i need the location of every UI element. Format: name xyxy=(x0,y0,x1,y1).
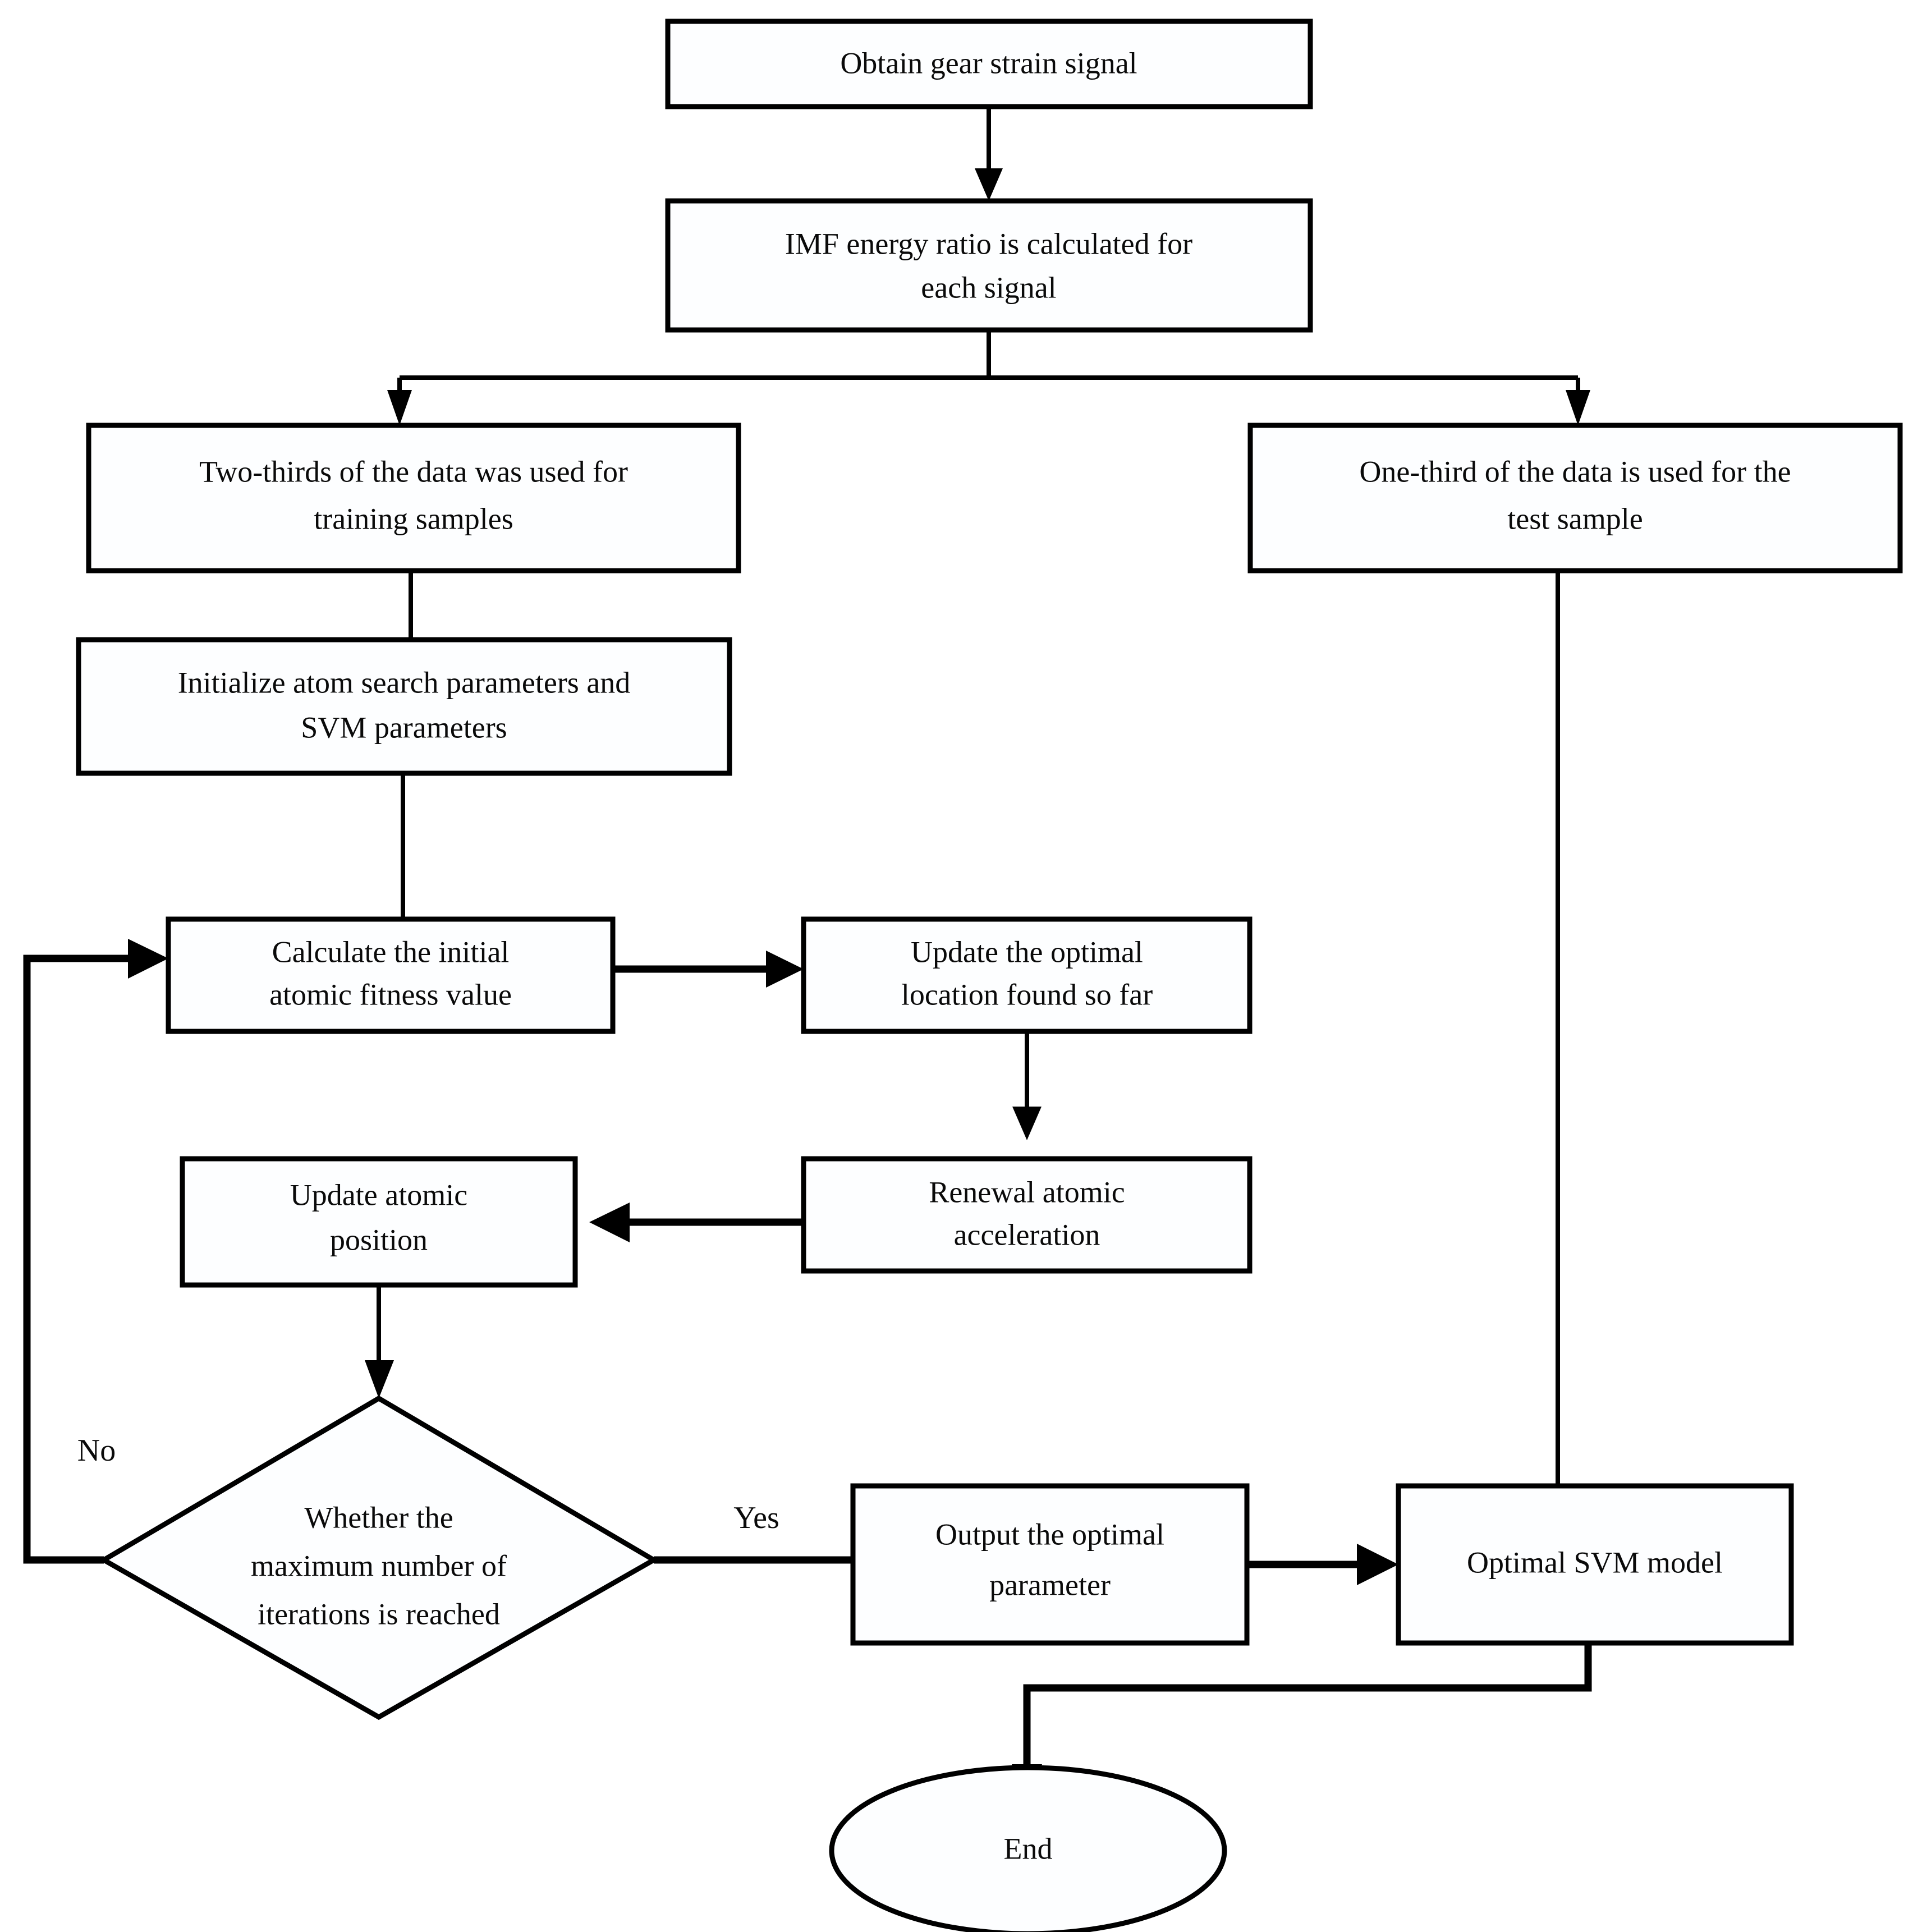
node-update-position-line-0: Update atomic xyxy=(290,1178,467,1211)
node-training-samples-line-1: training samples xyxy=(314,502,513,535)
node-obtain-signal-line-0: Obtain gear strain signal xyxy=(840,46,1137,80)
node-max-iterations-decision-line-1: maximum number of xyxy=(251,1549,507,1582)
node-optimal-svm-model[interactable]: Optimal SVM model xyxy=(1396,1483,1794,1646)
node-optimal-svm-model-line-0: Optimal SVM model xyxy=(1467,1545,1723,1579)
node-max-iterations-decision-line-2: iterations is reached xyxy=(258,1597,500,1631)
edge-decision-no-to-fitness xyxy=(23,939,168,1564)
node-initial-fitness[interactable]: Calculate the initial atomic fitness val… xyxy=(166,916,616,1034)
node-training-samples-line-0: Two-thirds of the data was used for xyxy=(199,455,628,488)
edge-output-to-svm-model xyxy=(1247,1544,1398,1585)
node-initial-fitness-line-1: atomic fitness value xyxy=(269,978,512,1011)
node-output-optimal-parameter-line-0: Output the optimal xyxy=(935,1517,1164,1551)
node-update-position-line-1: position xyxy=(330,1223,428,1256)
node-max-iterations-decision[interactable]: Whether the maximum number of iterations… xyxy=(99,1395,659,1720)
node-initial-fitness-line-0: Calculate the initial xyxy=(272,935,510,969)
edge-fitness-to-update-location xyxy=(613,951,804,988)
node-update-optimal-location-line-0: Update the optimal xyxy=(911,935,1143,969)
node-update-position[interactable]: Update atomic position xyxy=(180,1156,578,1288)
node-renewal-acceleration-line-1: acceleration xyxy=(954,1218,1100,1251)
edge-renewal-to-update-position xyxy=(589,1203,804,1242)
node-renewal-acceleration[interactable]: Renewal atomic acceleration xyxy=(801,1156,1253,1274)
node-end-label: End xyxy=(1004,1832,1053,1865)
node-test-sample-line-1: test sample xyxy=(1507,502,1643,535)
node-initialize-params-line-1: SVM parameters xyxy=(301,710,507,744)
node-obtain-signal[interactable]: Obtain gear strain signal xyxy=(665,19,1313,109)
edge-label-yes: Yes xyxy=(733,1500,779,1535)
node-imf-energy-ratio[interactable]: IMF energy ratio is calculated for each … xyxy=(665,198,1313,333)
node-initialize-params[interactable]: Initialize atom search parameters and SV… xyxy=(76,637,732,776)
node-test-sample[interactable]: One-third of the data is used for the te… xyxy=(1247,423,1903,573)
node-training-samples[interactable]: Two-thirds of the data was used for trai… xyxy=(86,423,741,573)
node-max-iterations-decision-line-0: Whether the xyxy=(304,1500,453,1534)
node-update-optimal-location-line-1: location found so far xyxy=(901,978,1153,1011)
edge-imf-split-bus xyxy=(400,330,1578,380)
node-renewal-acceleration-line-0: Renewal atomic xyxy=(929,1175,1125,1209)
node-initialize-params-line-0: Initialize atom search parameters and xyxy=(178,666,631,699)
edge-update-position-to-decision xyxy=(365,1285,394,1398)
node-output-optimal-parameter-line-1: parameter xyxy=(989,1568,1111,1601)
edge-update-location-to-renewal xyxy=(1012,1031,1042,1140)
node-imf-energy-ratio-line-1: each signal xyxy=(921,270,1056,304)
node-test-sample-line-0: One-third of the data is used for the xyxy=(1359,455,1791,488)
edge-imf-to-training-samples xyxy=(387,378,412,425)
node-update-optimal-location[interactable]: Update the optimal location found so far xyxy=(801,916,1253,1034)
edge-obtain-signal-to-imf xyxy=(975,107,1003,201)
node-imf-energy-ratio-line-0: IMF energy ratio is calculated for xyxy=(785,227,1192,260)
node-output-optimal-parameter[interactable]: Output the optimal parameter xyxy=(850,1483,1250,1646)
node-end[interactable]: End xyxy=(829,1765,1227,1932)
edge-label-no: No xyxy=(77,1433,116,1468)
edge-imf-to-test-sample xyxy=(1566,378,1590,425)
